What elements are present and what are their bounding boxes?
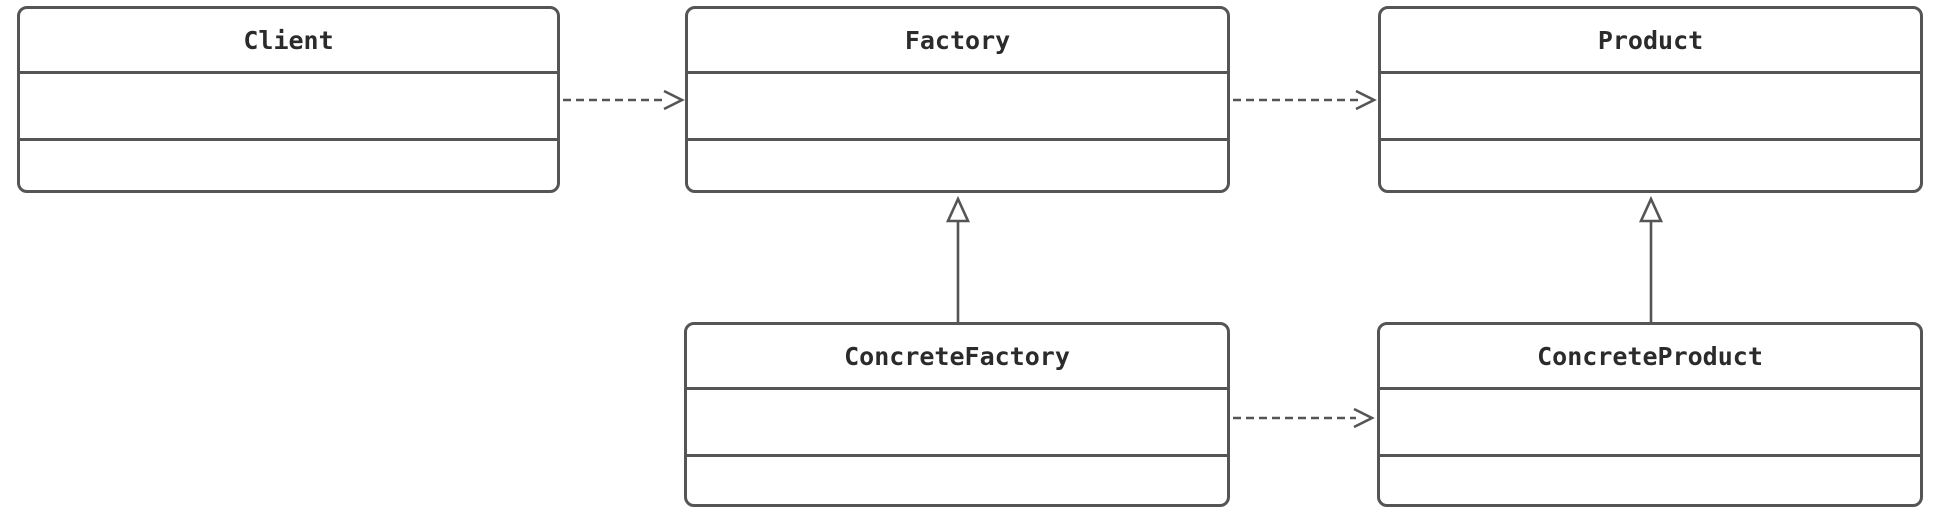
class-box-factory: Factory	[685, 6, 1230, 193]
class-attributes-client	[20, 74, 557, 141]
dependency-arrow-client-to-factory	[563, 89, 685, 111]
class-methods-concrete-factory	[687, 457, 1227, 504]
class-box-product: Product	[1378, 6, 1923, 193]
class-methods-product	[1381, 141, 1920, 190]
class-title-factory: Factory	[688, 9, 1227, 74]
class-title-concrete-product: ConcreteProduct	[1380, 325, 1920, 390]
class-methods-concrete-product	[1380, 457, 1920, 504]
class-box-client: Client	[17, 6, 560, 193]
class-title-product: Product	[1381, 9, 1920, 74]
class-methods-factory	[688, 141, 1227, 190]
class-attributes-concrete-product	[1380, 390, 1920, 457]
dependency-arrow-factory-to-product	[1233, 89, 1377, 111]
class-title-client: Client	[20, 9, 557, 74]
dependency-arrow-concrete-factory-to-concrete-product	[1233, 407, 1375, 429]
class-attributes-concrete-factory	[687, 390, 1227, 457]
class-box-concrete-factory: ConcreteFactory	[684, 322, 1230, 507]
inheritance-arrow-concrete-product-to-product	[1638, 195, 1664, 322]
inheritance-arrow-concrete-factory-to-factory	[945, 195, 971, 322]
class-attributes-product	[1381, 74, 1920, 141]
class-methods-client	[20, 141, 557, 190]
class-attributes-factory	[688, 74, 1227, 141]
class-box-concrete-product: ConcreteProduct	[1377, 322, 1923, 507]
class-title-concrete-factory: ConcreteFactory	[687, 325, 1227, 390]
